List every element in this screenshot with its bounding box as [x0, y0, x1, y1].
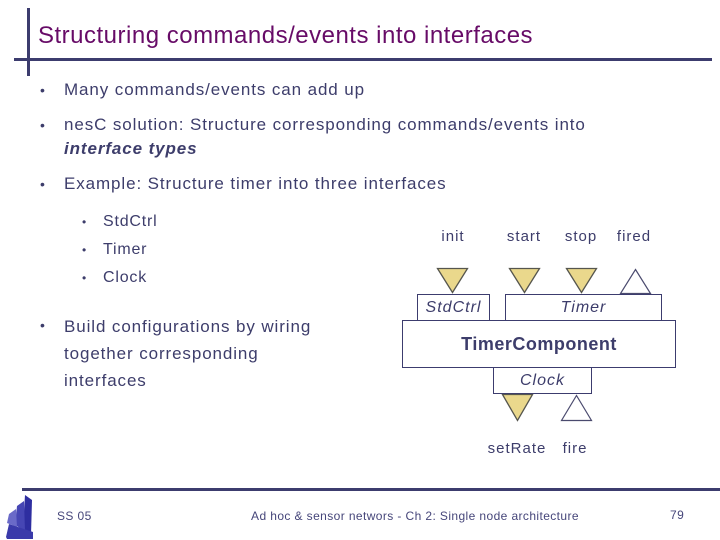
footer-course-title: Ad hoc & sensor networs - Ch 2: Single n…	[251, 509, 579, 523]
label-init: init	[441, 228, 465, 245]
bullet-text: Many commands/events can add up	[64, 80, 365, 99]
bullet-build-configurations: • Build configurations by wiring togethe…	[40, 313, 340, 394]
timer-interface-label: Timer	[560, 298, 607, 316]
bullet-list: • Many commands/events can add up • nesC…	[40, 78, 640, 207]
footer-rule	[22, 488, 720, 491]
setrate-command-triangle-icon	[501, 393, 534, 422]
timer-interface-box: Timer	[505, 294, 662, 321]
sub-bullet-stdctrl: • StdCtrl	[82, 208, 158, 236]
footer-semester: SS 05	[57, 509, 92, 523]
fired-event-triangle-icon	[619, 268, 652, 295]
university-logo-icon	[6, 495, 33, 539]
bullet-icon: •	[40, 317, 46, 333]
label-fired: fired	[616, 228, 652, 245]
bullet-many-commands: • Many commands/events can add up	[40, 78, 640, 102]
init-command-triangle-icon	[436, 267, 469, 294]
bullet-text: Build configurations by wiring together …	[64, 317, 312, 390]
interface-types-emphasis: interface types	[64, 139, 198, 158]
label-setrate: setRate	[487, 440, 547, 457]
label-stop: stop	[564, 228, 598, 245]
sub-bullet-clock: • Clock	[82, 264, 158, 292]
sub-bullet-text: Clock	[103, 269, 148, 286]
title-rule	[14, 58, 712, 61]
bullet-example: • Example: Structure timer into three in…	[40, 172, 640, 196]
stop-command-triangle-icon	[565, 267, 598, 294]
label-start: start	[506, 228, 542, 245]
bullet-icon: •	[40, 176, 46, 192]
sub-bullet-text: StdCtrl	[103, 213, 158, 230]
clock-interface-box: Clock	[493, 367, 592, 394]
fire-event-triangle-icon	[560, 394, 593, 422]
sub-bullet-list: • StdCtrl • Timer • Clock	[82, 208, 158, 292]
clock-interface-label: Clock	[519, 371, 565, 389]
footer-page-number: 79	[670, 508, 685, 522]
bullet-text: Example: Structure timer into three inte…	[64, 174, 447, 193]
stdctrl-interface-box: StdCtrl	[417, 294, 490, 321]
bullet-text-plain: nesC solution: Structure corresponding c…	[64, 115, 586, 134]
sub-bullet-text: Timer	[103, 241, 148, 258]
page-title: Structuring commands/events into interfa…	[38, 22, 534, 49]
timer-component-label: TimerComponent	[461, 333, 617, 354]
label-fire: fire	[562, 440, 588, 457]
bullet-icon: •	[40, 117, 46, 133]
sub-bullet-timer: • Timer	[82, 236, 158, 264]
bullet-icon: •	[40, 82, 46, 98]
bullet-text: nesC solution: Structure corresponding c…	[64, 113, 640, 161]
bullet-icon: •	[82, 215, 88, 229]
bullet-icon: •	[82, 243, 88, 257]
stdctrl-interface-label: StdCtrl	[425, 298, 482, 316]
title-accent-line	[27, 8, 30, 76]
timer-component-box: TimerComponent	[402, 320, 676, 368]
bullet-icon: •	[82, 271, 88, 285]
bullet-nesc-solution: • nesC solution: Structure corresponding…	[40, 113, 640, 161]
start-command-triangle-icon	[508, 267, 541, 294]
